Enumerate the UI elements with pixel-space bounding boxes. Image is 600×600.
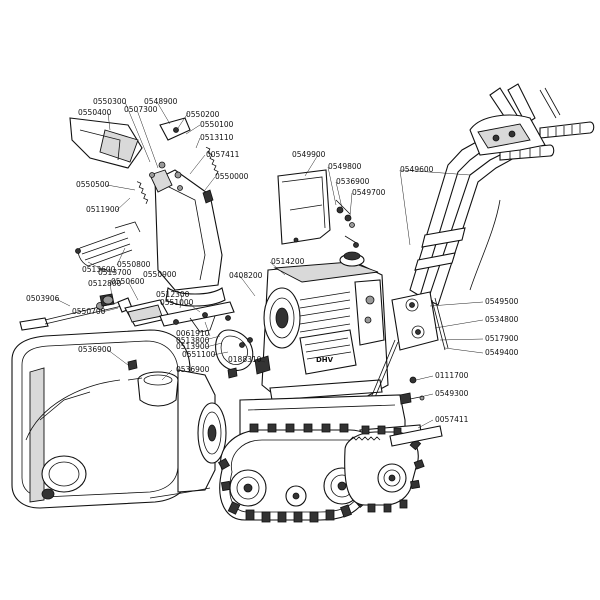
part-label-0512300: 0512300 xyxy=(156,290,190,299)
spring-left xyxy=(136,181,149,205)
part-label-0057411-low: 0057411 xyxy=(435,415,469,424)
part-label-0503906: 0503906 xyxy=(26,294,60,303)
part-label-0408200: 0408200 xyxy=(229,271,263,280)
drive-belt xyxy=(215,329,254,371)
part-label-0513110: 0513110 xyxy=(200,133,234,142)
part-label-0550500: 0550500 xyxy=(76,180,110,189)
chute-gearbox xyxy=(124,299,235,333)
chute-bracket xyxy=(149,117,191,191)
part-label-0550900: 0550900 xyxy=(143,270,177,279)
part-label-0551000: 0551000 xyxy=(160,298,194,307)
part-label-0513600: 0513600 xyxy=(82,265,116,274)
control-rods-right xyxy=(369,297,449,403)
part-label-0513900: 0513900 xyxy=(176,342,210,351)
chute-deflector xyxy=(69,117,143,169)
part-label-0550800: 0550800 xyxy=(117,260,151,269)
part-label-0536900-top: 0536900 xyxy=(336,177,370,186)
part-label-0550700: 0550700 xyxy=(72,307,106,316)
part-label-0536900-low: 0536900 xyxy=(176,365,210,374)
part-label-0550400: 0550400 xyxy=(78,108,112,117)
part-label-0512800: 0512800 xyxy=(88,279,122,288)
part-label-0057411-top: 0057411 xyxy=(206,150,240,159)
part-label-0507300: 0507300 xyxy=(124,105,158,114)
axle-spring xyxy=(349,425,443,447)
handle-bracket xyxy=(391,291,439,351)
part-label-0513800: 0513800 xyxy=(176,336,210,345)
part-label-0549300: 0549300 xyxy=(435,389,469,398)
part-label-0514200: 0514200 xyxy=(271,257,305,266)
track-right xyxy=(344,425,425,513)
part-label-0513700: 0513700 xyxy=(98,268,132,277)
auger-pulley xyxy=(197,402,227,464)
part-label-0549500: 0549500 xyxy=(485,297,519,306)
discharge-chute xyxy=(149,169,226,307)
engine-cover xyxy=(277,169,331,245)
part-label-0511900: 0511900 xyxy=(86,205,120,214)
spring-right xyxy=(202,146,219,204)
engine: DHV xyxy=(254,251,389,401)
part-label-0550200: 0550200 xyxy=(186,110,220,119)
part-label-0548900: 0548900 xyxy=(144,97,178,106)
part-label-0188310: 0188310 xyxy=(228,355,262,364)
handle-assembly xyxy=(409,83,595,306)
part-label-0550100: 0550100 xyxy=(200,120,234,129)
part-label-0549900: 0549900 xyxy=(292,150,326,159)
part-label-0517900: 0517900 xyxy=(485,334,519,343)
part-label-0549700: 0549700 xyxy=(352,188,386,197)
hardware-left xyxy=(99,293,253,381)
part-label-0550300: 0550300 xyxy=(93,97,127,106)
part-label-0549800: 0549800 xyxy=(328,162,362,171)
part-label-0061910: 0061910 xyxy=(176,329,210,338)
part-labels: 0550300 0548900 0550400 0507300 0550200 … xyxy=(26,97,519,424)
part-label-0534800: 0534800 xyxy=(485,315,519,324)
bolt-cluster xyxy=(335,199,359,248)
part-label-0551100: 0551100 xyxy=(182,350,216,359)
chute-base-ring xyxy=(137,371,179,407)
part-label-0549400: 0549400 xyxy=(485,348,519,357)
part-label-0536900-mid: 0536900 xyxy=(78,345,112,354)
engine-badge: DHV xyxy=(316,356,334,364)
hardware-right xyxy=(399,376,425,405)
part-label-0550600: 0550600 xyxy=(111,277,145,286)
part-label-0550000: 0550000 xyxy=(215,172,249,181)
leader-lines xyxy=(55,101,484,429)
part-label-0549600: 0549600 xyxy=(400,165,434,174)
part-label-0111700: 0111700 xyxy=(435,371,469,380)
chute-control-rods xyxy=(75,221,141,267)
